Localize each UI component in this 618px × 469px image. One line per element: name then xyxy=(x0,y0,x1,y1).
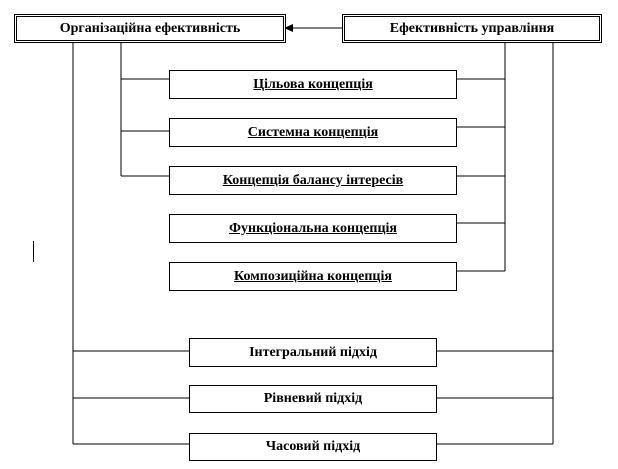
approach-label: Рівневий підхід xyxy=(263,391,363,406)
concept-box-system: Системна концепція xyxy=(169,118,457,147)
concept-box-composition: Композиційна концепція xyxy=(169,262,457,291)
mgmt-efficiency-box: Ефективність управління xyxy=(342,14,602,43)
concept-label: Композиційна концепція xyxy=(234,268,392,284)
concept-box-balance: Концепція балансу інтересів xyxy=(169,166,457,195)
concept-label: Концепція балансу інтересів xyxy=(222,172,404,188)
mgmt-efficiency-label: Ефективність управління xyxy=(389,20,555,36)
arrow-head-icon xyxy=(284,24,293,32)
approach-label: Часовий підхід xyxy=(265,439,361,454)
approach-box-level: Рівневий підхід xyxy=(189,385,437,413)
concept-label: Цільова концепція xyxy=(253,76,373,92)
concept-box-functional: Функціональна концепція xyxy=(169,214,457,243)
text-cursor xyxy=(33,241,34,262)
approach-label: Інтегральний підхід xyxy=(249,344,377,360)
org-efficiency-label: Організаційна ефективність xyxy=(59,20,241,36)
concept-label: Системна концепція xyxy=(247,124,379,140)
approach-box-time: Часовий підхід xyxy=(189,433,437,461)
concept-box-target: Цільова концепція xyxy=(169,70,457,99)
approach-box-integral: Інтегральний підхід xyxy=(189,338,437,367)
org-efficiency-box: Організаційна ефективність xyxy=(14,14,286,43)
concept-label: Функціональна концепція xyxy=(229,220,397,236)
